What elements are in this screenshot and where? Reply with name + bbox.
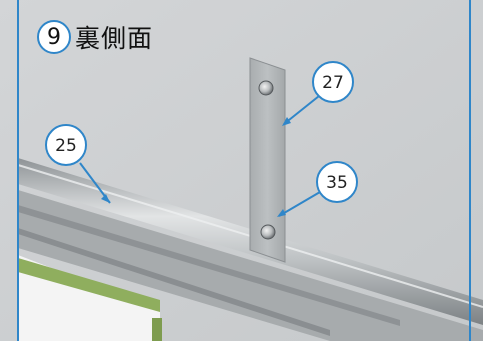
leader-27: [283, 95, 320, 125]
lower-beam-face: [18, 205, 400, 326]
callout-35-label: 35: [326, 173, 348, 193]
leader-27-arrow: [282, 117, 291, 126]
callout-27-label: 27: [322, 73, 344, 93]
step-header: 9 裏側面: [37, 17, 153, 57]
top-bolt: [258, 80, 274, 96]
callout-27: 27: [312, 61, 354, 103]
bottom-bolt: [260, 224, 276, 240]
lower-beam-face-2: [18, 228, 330, 336]
leader-35-arrow: [277, 209, 286, 217]
callout-25: 25: [45, 124, 87, 166]
callout-25-label: 25: [55, 136, 77, 156]
step-number-badge: 9: [37, 20, 71, 54]
leader-25-arrow: [101, 194, 110, 203]
leader-35: [278, 191, 321, 217]
lower-beam: [18, 190, 483, 341]
green-frame-bar: [18, 258, 160, 312]
step-title: 裏側面: [75, 24, 154, 53]
callout-35: 35: [316, 161, 358, 203]
green-frame-post: [152, 318, 162, 341]
bracket-plate: [249, 57, 286, 263]
